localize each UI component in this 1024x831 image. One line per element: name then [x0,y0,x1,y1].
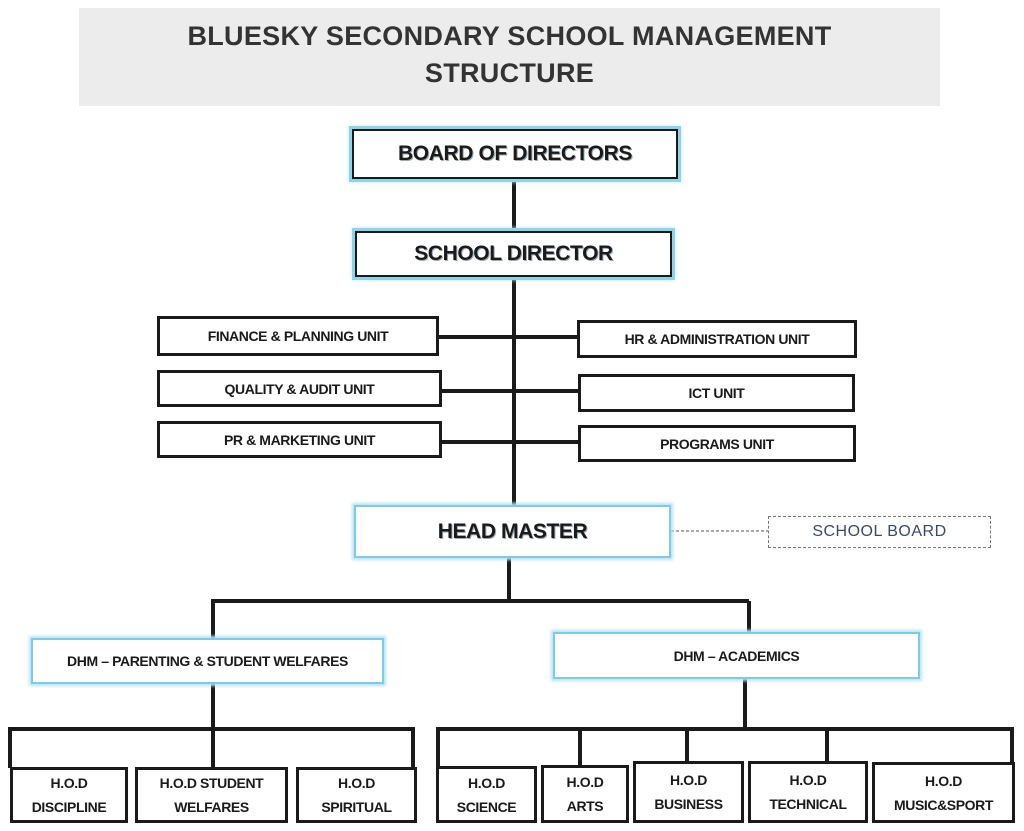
node-pr-marketing-label: PR & MARKETING UNIT [223,431,376,448]
hod-arts-line-1: H.O.D [566,774,604,790]
node-dhm-academics: DHM – ACADEMICS [553,632,920,679]
node-ict-unit: ICT UNIT [578,374,855,412]
hod-science-line-2: SCIENCE [456,798,517,815]
node-quality-audit-unit: QUALITY & AUDIT UNIT [157,370,442,407]
node-board-of-directors-label: BOARD OF DIRECTORS [398,142,632,165]
chart-title-line-2: STRUCTURE [424,58,595,88]
chart-title-line-1: BLUESKY SECONDARY SCHOOL MANAGEMENT [187,21,832,51]
hod-discipline-line-1: H.O.D [50,775,88,791]
title-band: BLUESKY SECONDARY SCHOOL MANAGEMENT STRU… [79,8,940,106]
node-quality-audit-label: QUALITY & AUDIT UNIT [224,380,375,397]
node-dhm-academics-label: DHM – ACADEMICS [673,647,800,664]
hod-technical-line-1: H.O.D [789,772,827,788]
connector-left-hod-bracket [8,727,415,768]
hod-student-welfares-line-1: H.O.D STUDENT [159,775,264,791]
node-hod-student-welfares: H.O.D STUDENT WELFARES [135,767,288,823]
node-hod-music-sport: H.O.D MUSIC&SPORT [872,762,1015,823]
node-hod-business: H.O.D BUSINESS [633,761,744,823]
node-finance-planning-label: FINANCE & PLANNING UNIT [207,328,389,344]
hod-student-welfares-line-2: WELFARES [174,799,249,815]
chart-title: BLUESKY SECONDARY SCHOOL MANAGEMENT STRU… [79,18,940,92]
node-hod-science: H.O.D SCIENCE [436,766,537,823]
node-board-of-directors: BOARD OF DIRECTORS [352,129,678,179]
node-hod-arts: H.O.D ARTS [541,765,629,823]
node-hod-spiritual: H.O.D SPIRITUAL [296,767,417,823]
node-dhm-parenting-label: DHM – PARENTING & STUDENT WELFARES [67,653,348,669]
connector-right-hod-bracket [436,727,1014,768]
node-hod-discipline: H.O.D DISCIPLINE [10,767,128,823]
node-school-director: SCHOOL DIRECTOR [355,231,672,277]
hod-spiritual-line-2: SPIRITUAL [321,799,392,815]
node-programs-label: PROGRAMS UNIT [660,435,774,452]
node-hod-technical: H.O.D TECHNICAL [748,761,868,823]
hod-business-line-2: BUSINESS [654,796,723,812]
hod-technical-line-2: TECHNICAL [769,796,847,812]
hod-business-line-1: H.O.D [670,772,707,788]
hod-discipline-line-2: DISCIPLINE [31,799,107,815]
node-school-board-label: SCHOOL BOARD [812,523,947,540]
node-dhm-parenting-student-welfares: DHM – PARENTING & STUDENT WELFARES [31,638,384,684]
node-head-master-label: HEAD MASTER [437,519,588,543]
node-head-master: HEAD MASTER [354,505,671,558]
hod-science-line-1: H.O.D [468,774,505,791]
node-hr-administration-unit: HR & ADMINISTRATION UNIT [577,320,857,358]
hod-arts-line-2: ARTS [566,798,604,814]
node-programs-unit: PROGRAMS UNIT [578,425,856,462]
hod-spiritual-line-1: H.O.D [338,775,375,791]
hod-music-sport-line-2: MUSIC&SPORT [893,796,994,813]
node-pr-marketing-unit: PR & MARKETING UNIT [157,421,442,458]
node-finance-planning-unit: FINANCE & PLANNING UNIT [157,316,439,356]
node-ict-label: ICT UNIT [688,385,745,401]
node-school-board: SCHOOL BOARD [768,516,991,548]
node-school-director-label: SCHOOL DIRECTOR [414,242,613,265]
hod-music-sport-line-1: H.O.D [925,772,962,789]
node-hr-administration-label: HR & ADMINISTRATION UNIT [624,331,810,347]
